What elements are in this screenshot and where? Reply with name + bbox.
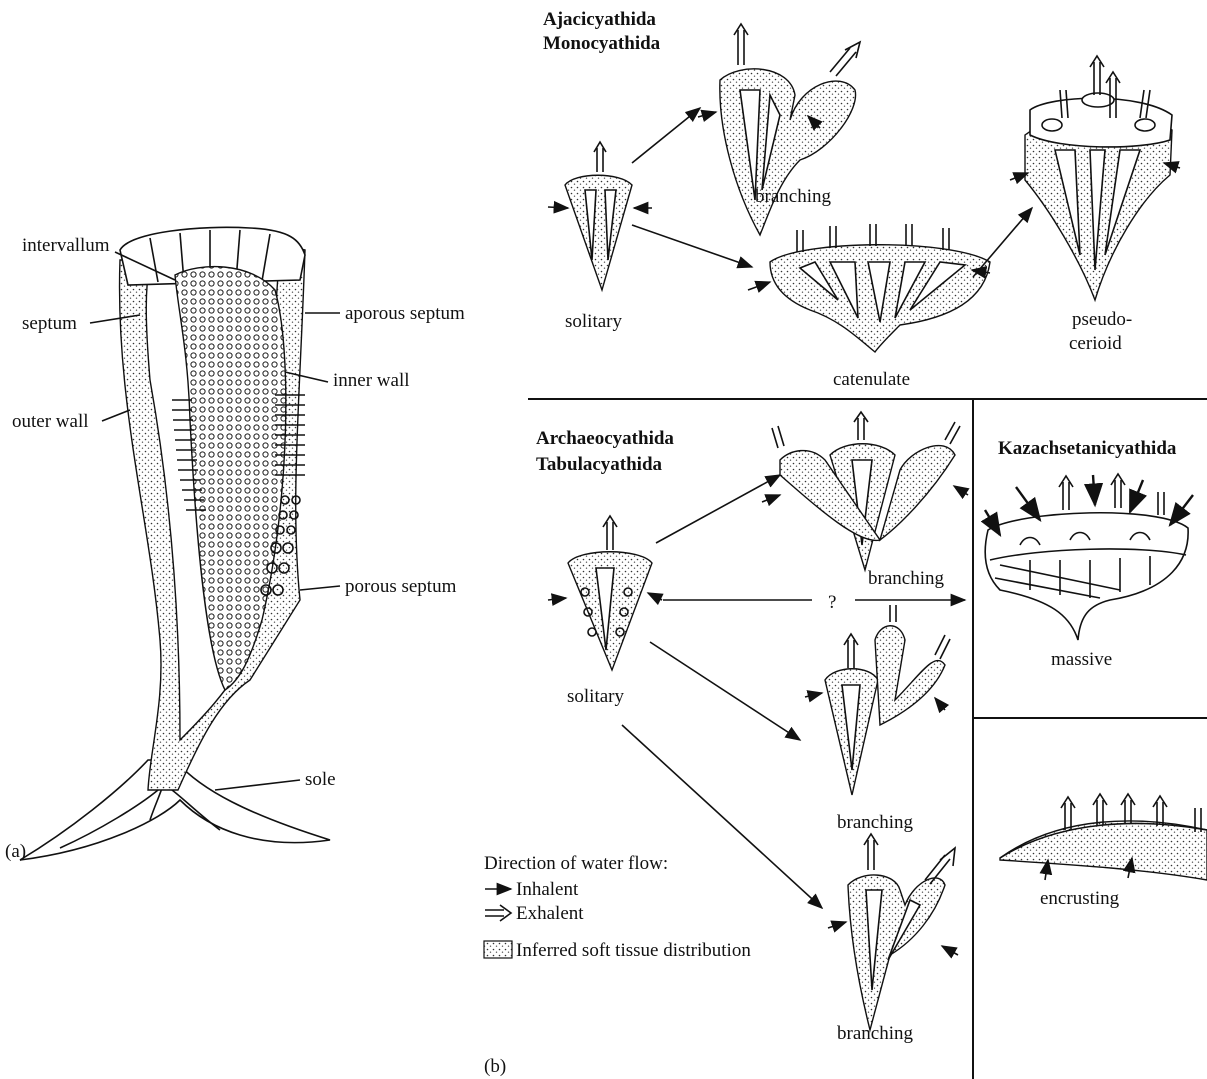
group2-branching-colony-3: [828, 834, 958, 1030]
label-sole: sole: [305, 769, 336, 790]
group1-pseudocerioid-label-2: cerioid: [1069, 333, 1122, 354]
group3-title-kazachsetanicyathida: Kazachsetanicyathida: [998, 438, 1177, 459]
group2-title-tabulacyathida: Tabulacyathida: [536, 454, 663, 475]
legend-inhalent-label: Inhalent: [516, 879, 579, 900]
group2-branching-label-2: branching: [837, 812, 913, 833]
label-outer-wall: outer wall: [12, 411, 89, 432]
group1-title-ajacicyathida: Ajacicyathida: [543, 9, 656, 30]
group2-solitary-label: solitary: [567, 686, 624, 707]
group2-branching-label-3: branching: [837, 1023, 913, 1044]
group1-pseudocerioid-label-1: pseudo-: [1072, 309, 1132, 330]
panel-b-label: (b): [484, 1056, 506, 1077]
group2-branching-colony-2: [805, 605, 950, 795]
legend-exhalent-label: Exhalent: [516, 903, 584, 924]
panel-a-label: (a): [5, 841, 26, 862]
legend-exhalent-arrow-icon: [485, 905, 511, 921]
legend-heading: Direction of water flow:: [484, 853, 668, 874]
group2-unknown-label: ?: [828, 592, 836, 613]
group1-branching-label: branching: [755, 186, 831, 207]
label-intervallum: intervallum: [22, 235, 110, 256]
group1-catenulate-label: catenulate: [833, 369, 910, 390]
group1-catenulate-colony: [748, 224, 990, 352]
legend-soft-tissue-label: Inferred soft tissue distribution: [516, 940, 751, 961]
group3-massive-label: massive: [1051, 649, 1112, 670]
group2-title-archaeocyathida: Archaeocyathida: [536, 428, 674, 449]
legend: Direction of water flow: Inhalent Exhale…: [484, 853, 751, 961]
legend-stipple-swatch: [484, 941, 512, 958]
group1-title-monocyathida: Monocyathida: [543, 33, 661, 54]
group2-solitary-cup: [548, 516, 662, 670]
group2-branching-label-1: branching: [868, 568, 944, 589]
label-inner-wall: inner wall: [333, 370, 410, 391]
group1-pseudocerioid-colony: [1010, 56, 1180, 300]
group2-branching-colony-1: [762, 412, 968, 570]
group1-solitary-cup: [548, 142, 652, 290]
group1-solitary-label: solitary: [565, 311, 622, 332]
label-septum: septum: [22, 313, 77, 334]
group3-encrusting-label: encrusting: [1040, 888, 1120, 909]
label-aporous-septum: aporous septum: [345, 303, 465, 324]
group3-massive-colony: [985, 474, 1193, 640]
group3-encrusting-colony: [1000, 794, 1207, 880]
label-porous-septum: porous septum: [345, 576, 457, 597]
